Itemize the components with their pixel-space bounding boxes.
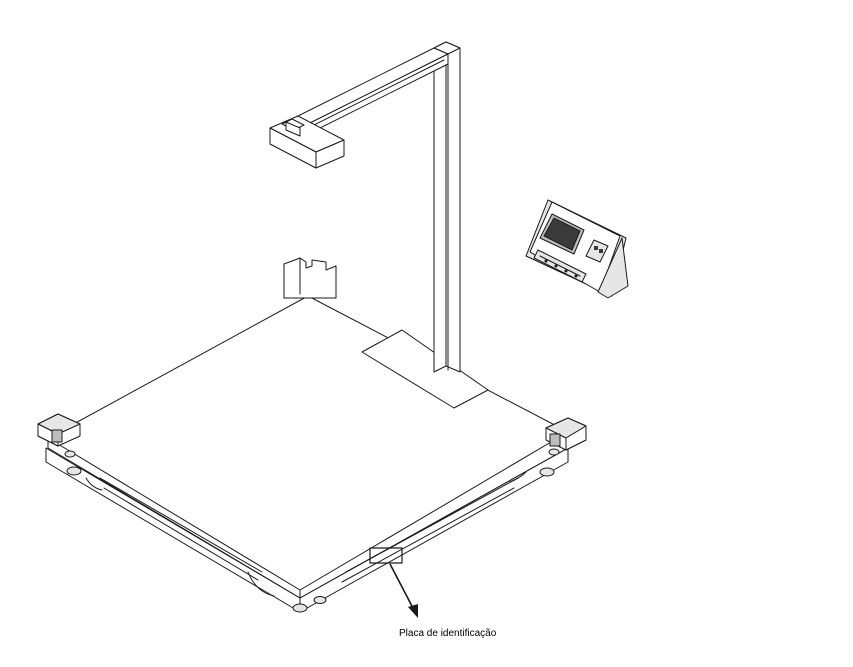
platform-feet [66,466,555,613]
sensor-head [269,115,345,169]
right-corner-bracket [545,417,587,456]
identification-plate-label: Placa de identificação [399,628,497,639]
callout-arrow [389,563,418,618]
identification-plate [369,547,403,564]
rear-bracket [283,257,337,299]
weighing-indicator [525,199,629,299]
left-corner-bracket [37,413,81,458]
platform-deck [47,295,569,599]
platform-frame [45,447,569,613]
column-upright [433,41,461,373]
column-base-plate [361,329,489,409]
